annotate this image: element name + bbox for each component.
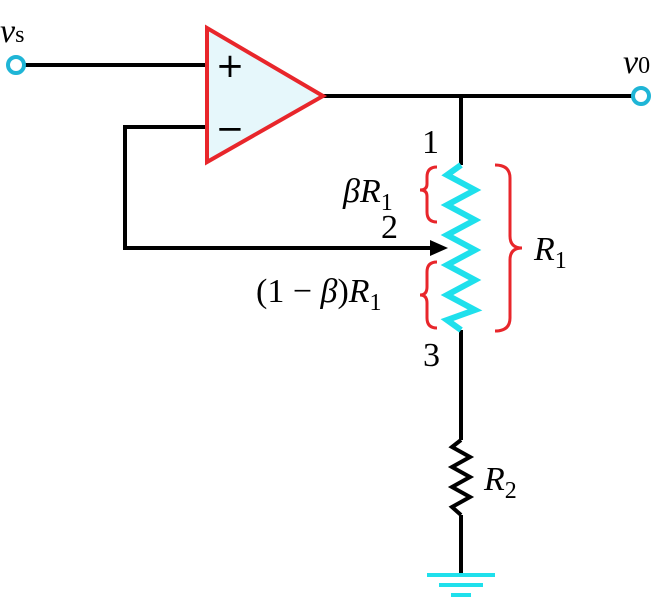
one-minus-beta-r1-brace (419, 260, 438, 330)
opamp-plus-sign: + (216, 46, 245, 86)
ground-icon (427, 573, 495, 597)
r1-label: R1 (533, 231, 567, 274)
node-1-label: 1 (422, 124, 439, 161)
output-label: v0 (623, 44, 650, 81)
wires (23, 63, 634, 573)
potentiometer-zigzag (440, 162, 483, 333)
node-3-label: 3 (423, 337, 440, 374)
r1-brace (494, 163, 523, 333)
input-terminal (6, 55, 26, 75)
r2-label: R2 (483, 461, 517, 504)
beta-r1-brace (419, 165, 438, 224)
wiper-arrow (430, 240, 448, 256)
opamp-minus-sign: − (216, 109, 245, 149)
feedback-wire (123, 125, 430, 250)
output-terminal (631, 86, 651, 106)
opamp-triangle (205, 24, 327, 166)
beta-r1-label: βR1 (342, 173, 393, 216)
r2-zigzag (447, 438, 475, 517)
node-2-label: 2 (381, 209, 398, 246)
input-label: vs (0, 13, 24, 50)
one-minus-beta-r1-label: (1 − β)R1 (256, 273, 382, 316)
